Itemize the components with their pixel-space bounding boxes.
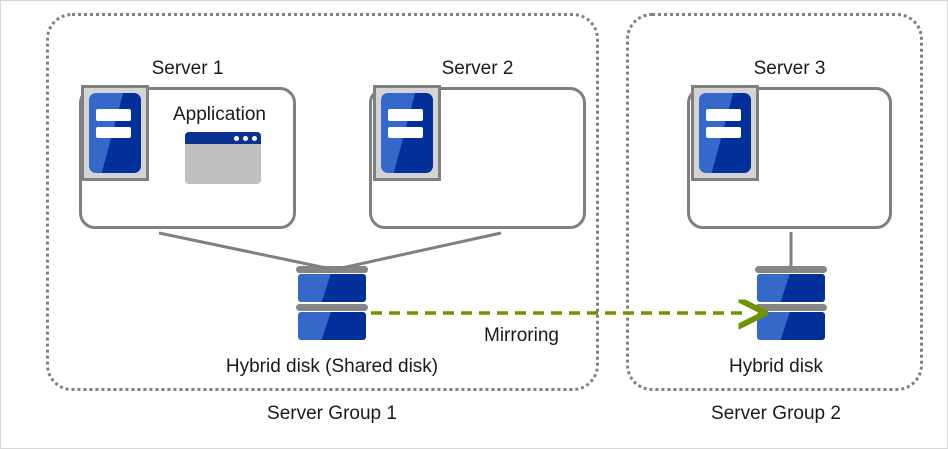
application-label: Application — [173, 104, 266, 125]
server-icon-bar-2 — [96, 126, 131, 139]
server-icon-body — [381, 93, 433, 173]
server-icon-bar-2 — [706, 126, 741, 139]
disk-cap-middle — [296, 304, 368, 311]
server-icon — [373, 85, 441, 181]
disk-unit-2 — [298, 312, 366, 340]
window-dot-1 — [234, 135, 239, 141]
window-dot-2 — [243, 135, 248, 141]
disk-unit-1 — [298, 274, 366, 302]
mirroring-label: Mirroring — [484, 325, 559, 346]
server-group-2-boundary — [626, 13, 923, 391]
server-icon-bar-1 — [388, 109, 423, 121]
disk-cap-top — [755, 266, 827, 273]
server-group-2-label: Server Group 2 — [711, 403, 841, 424]
disk-unit-1 — [757, 274, 825, 302]
disk-cap-top — [296, 266, 368, 273]
server-icon-bar-1 — [706, 109, 741, 121]
server-icon-bar-2 — [388, 126, 423, 139]
server-1-title: Server 1 — [151, 58, 224, 79]
window-dot-3 — [252, 135, 257, 141]
server-group-1-label: Server Group 1 — [267, 403, 397, 424]
disk-unit-2 — [757, 312, 825, 340]
server-icon-body — [89, 93, 141, 173]
server-2-title: Server 2 — [441, 58, 514, 79]
hybrid-disk-shared-label: Hybrid disk (Shared disk) — [225, 356, 439, 377]
server-icon — [81, 85, 149, 181]
server-icon-body — [699, 93, 751, 173]
disk-cap-middle — [755, 304, 827, 311]
server-group-1-boundary — [46, 13, 599, 391]
server-icon-bar-1 — [96, 109, 131, 121]
application-window-titlebar — [185, 132, 261, 144]
server-icon — [691, 85, 759, 181]
server-3-title: Server 3 — [753, 58, 826, 79]
hybrid-disk-icon — [755, 266, 827, 343]
application-window-icon — [185, 132, 261, 184]
hybrid-disk-label: Hybrid disk — [729, 356, 823, 377]
hybrid-disk-shared-icon — [296, 266, 368, 343]
